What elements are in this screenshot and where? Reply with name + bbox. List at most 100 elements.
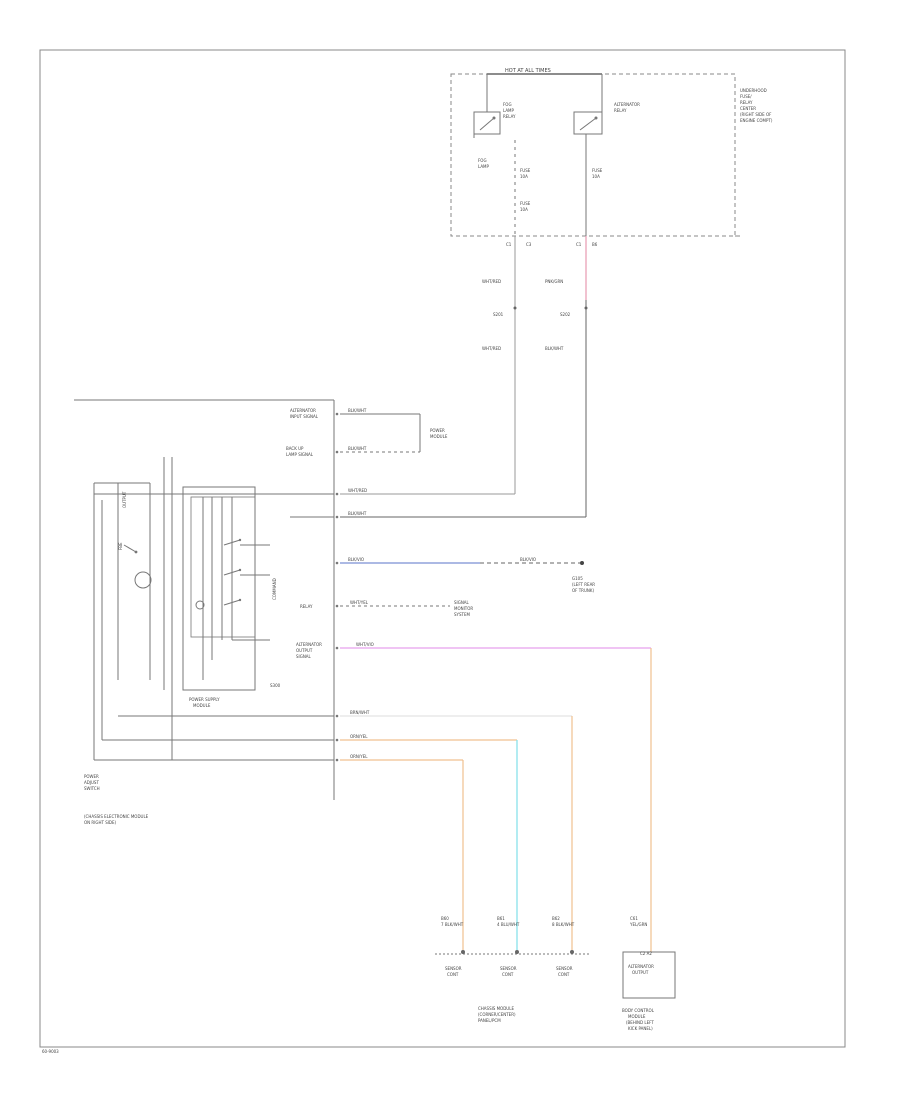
page-reference: 60-9003 xyxy=(42,1049,59,1054)
svg-text:10A: 10A xyxy=(520,174,528,179)
svg-text:10A: 10A xyxy=(592,174,600,179)
body-control-module-label: BODY CONTROL MODULE (BEHIND LEFT KICK PA… xyxy=(622,1008,655,1031)
svg-text:FUSE: FUSE xyxy=(520,168,531,173)
svg-text:OUTPUT: OUTPUT xyxy=(296,648,313,653)
svg-text:SIGNAL: SIGNAL xyxy=(454,600,470,605)
svg-text:SENSOR: SENSOR xyxy=(556,966,573,971)
svg-text:BRN/WHT: BRN/WHT xyxy=(350,710,370,715)
svg-text:WHT/RED: WHT/RED xyxy=(482,346,501,351)
connector-rows: ALTERNATOR INPUT SIGNAL BLK/WHT BACK UP … xyxy=(286,408,652,950)
svg-text:BLK/VIO: BLK/VIO xyxy=(520,557,536,562)
svg-text:BLK/WHT: BLK/WHT xyxy=(348,511,367,516)
svg-text:MONITOR: MONITOR xyxy=(454,606,473,611)
svg-text:KICK PANEL): KICK PANEL) xyxy=(628,1026,653,1031)
svg-text:(CHASSIS ELECTRONIC MODULE: (CHASSIS ELECTRONIC MODULE xyxy=(84,814,149,819)
svg-text:8 BLK/WHT: 8 BLK/WHT xyxy=(552,922,575,927)
svg-text:BLK/WHT: BLK/WHT xyxy=(348,408,367,413)
svg-text:OF TRUNK): OF TRUNK) xyxy=(572,588,594,593)
svg-text:WHT/RED: WHT/RED xyxy=(348,488,367,493)
svg-text:BLK/VIO: BLK/VIO xyxy=(348,557,364,562)
svg-text:B60: B60 xyxy=(441,916,449,921)
svg-text:YEL/GRN: YEL/GRN xyxy=(629,922,647,927)
svg-text:SWITCH: SWITCH xyxy=(84,786,100,791)
sensor-group-label: CHASSIS MODULE (CORNER/CENTER) PANEL/PCM xyxy=(478,1006,516,1023)
svg-text:ENGINE COMPT): ENGINE COMPT) xyxy=(740,118,773,123)
svg-text:(LEFT REAR: (LEFT REAR xyxy=(572,582,595,587)
svg-text:SIGNAL: SIGNAL xyxy=(296,654,312,659)
fuse-block-outline xyxy=(450,73,736,237)
svg-text:C1: C1 xyxy=(576,242,582,247)
svg-text:FUSE: FUSE xyxy=(592,168,603,173)
alternator-relay: ALTERNATOR RELAY xyxy=(573,102,640,135)
diagram-border xyxy=(39,49,846,1048)
svg-text:SYSTEM: SYSTEM xyxy=(454,612,470,617)
svg-text:G105: G105 xyxy=(572,576,583,581)
svg-text:FOG: FOG xyxy=(503,102,512,107)
svg-text:MODULE: MODULE xyxy=(628,1014,646,1019)
svg-text:ON RIGHT SIDE): ON RIGHT SIDE) xyxy=(84,820,117,825)
svg-text:UNDERHOOD: UNDERHOOD xyxy=(740,88,767,93)
upper-wires: WHT/RED S201 WHT/RED PNK/GRN S202 BLK/WH… xyxy=(482,236,588,517)
power-supply-module-label: POWER SUPPLY xyxy=(189,697,220,702)
svg-text:INPUT SIGNAL: INPUT SIGNAL xyxy=(290,414,319,419)
svg-text:B61: B61 xyxy=(497,916,505,921)
svg-text:BLK/WHT: BLK/WHT xyxy=(348,446,367,451)
svg-text:S300: S300 xyxy=(270,683,281,688)
svg-text:MODULE: MODULE xyxy=(193,703,211,708)
signal-monitor-label: SIGNAL MONITOR SYSTEM xyxy=(454,600,473,617)
fuse-block-header: HOT AT ALL TIMES xyxy=(505,68,551,74)
svg-text:CONT: CONT xyxy=(447,972,459,977)
ground-location-label: G105 (LEFT REAR OF TRUNK) xyxy=(572,576,595,593)
svg-text:RELAY: RELAY xyxy=(740,100,753,105)
svg-text:LAMP: LAMP xyxy=(503,108,515,113)
sensor-connectors: B60 7 BLK/WHT SENSOR CONT B61 4 BLU/WHT … xyxy=(435,916,590,1023)
svg-text:ALTERNATOR: ALTERNATOR xyxy=(628,964,654,969)
svg-text:BLK/WHT: BLK/WHT xyxy=(545,346,564,351)
svg-text:BODY CONTROL: BODY CONTROL xyxy=(622,1008,655,1013)
power-adjust-switch-label: POWER ADJUST SWITCH xyxy=(84,774,100,791)
svg-text:RELAY: RELAY xyxy=(300,604,313,609)
ground-module-label: POWER MODULE xyxy=(430,428,448,439)
svg-text:SENSOR: SENSOR xyxy=(500,966,517,971)
sensor-3: B62 8 BLK/WHT SENSOR CONT xyxy=(552,916,575,977)
svg-text:FOG: FOG xyxy=(478,158,487,163)
output-switch-label: OUTPUT xyxy=(122,491,127,508)
svg-text:SENSOR: SENSOR xyxy=(445,966,462,971)
svg-text:ALTERNATOR: ALTERNATOR xyxy=(290,408,316,413)
ground-point-g105 xyxy=(580,561,584,565)
svg-text:(CORNER/CENTER): (CORNER/CENTER) xyxy=(478,1012,516,1017)
svg-text:PANEL/PCM: PANEL/PCM xyxy=(478,1018,501,1023)
svg-text:CENTER: CENTER xyxy=(740,106,756,111)
svg-text:FUSE/: FUSE/ xyxy=(740,94,752,99)
svg-text:WHT/VIO: WHT/VIO xyxy=(356,642,374,647)
svg-text:B62: B62 xyxy=(552,916,560,921)
svg-text:ALTERNATOR: ALTERNATOR xyxy=(614,102,640,107)
svg-text:ORN/YEL: ORN/YEL xyxy=(350,734,368,739)
svg-text:LAMP SIGNAL: LAMP SIGNAL xyxy=(286,452,314,457)
svg-text:C61: C61 xyxy=(630,916,638,921)
svg-text:C2 A2: C2 A2 xyxy=(640,951,652,956)
svg-text:C1: C1 xyxy=(506,242,512,247)
fuse-right: FUSE 10A xyxy=(585,134,603,236)
module-location-note: (CHASSIS ELECTRONIC MODULE ON RIGHT SIDE… xyxy=(84,814,149,825)
svg-text:CHASSIS MODULE: CHASSIS MODULE xyxy=(478,1006,514,1011)
svg-text:BACK UP: BACK UP xyxy=(286,446,304,451)
svg-text:WHT/RED: WHT/RED xyxy=(482,279,501,284)
svg-text:LAMP: LAMP xyxy=(478,164,490,169)
power-supply-module: OUTPUT FBE COMMAND POWER SUPPLY MODULE S… xyxy=(74,399,335,825)
svg-text:WHT/YEL: WHT/YEL xyxy=(350,600,369,605)
svg-text:PNK/GRN: PNK/GRN xyxy=(545,279,563,284)
svg-text:ORN/YEL: ORN/YEL xyxy=(350,754,368,759)
sensor-2: B61 4 BLU/WHT SENSOR CONT xyxy=(497,916,520,977)
svg-text:(BEHIND LEFT: (BEHIND LEFT xyxy=(626,1020,654,1025)
svg-text:MODULE: MODULE xyxy=(430,434,448,439)
svg-text:OUTPUT: OUTPUT xyxy=(632,970,649,975)
fuse-block: HOT AT ALL TIMES UNDERHOOD FUSE/ RELAY C… xyxy=(450,68,773,247)
sensor-1: B60 7 BLK/WHT SENSOR CONT xyxy=(441,916,465,977)
svg-text:CONT: CONT xyxy=(558,972,570,977)
fog-lamp-relay: FOG LAMP RELAY xyxy=(473,102,516,138)
svg-text:C3: C3 xyxy=(526,242,532,247)
svg-text:S202: S202 xyxy=(560,312,571,317)
